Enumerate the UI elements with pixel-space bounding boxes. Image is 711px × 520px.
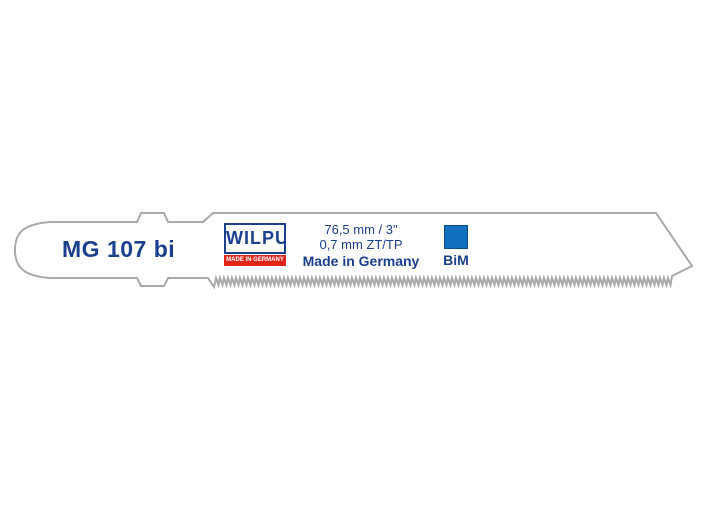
blade-specs: 76,5 mm / 3" 0,7 mm ZT/TP Made in German…: [292, 222, 430, 270]
brand-logo: WILPU MADE IN GERMANY: [224, 223, 286, 267]
material-color-swatch: [444, 225, 468, 249]
tooth-pitch: 0,7 mm ZT/TP: [319, 237, 403, 252]
brand-wordmark: WILPU: [224, 223, 286, 254]
blade-shape: [13, 212, 694, 290]
blade-length: 76,5 mm / 3": [324, 222, 398, 237]
model-number: MG 107 bi: [62, 236, 176, 262]
country-of-origin: Made in Germany: [302, 253, 420, 269]
material-label: BiM: [443, 252, 469, 268]
brand-tagline: MADE IN GERMANY: [224, 255, 286, 266]
